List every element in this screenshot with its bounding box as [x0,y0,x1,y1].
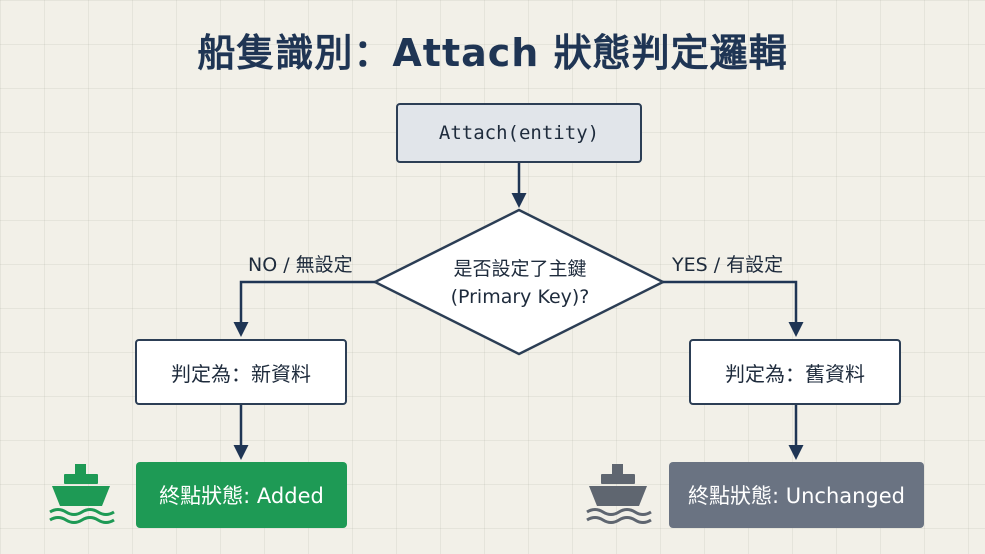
arrow-no-branch [233,280,375,337]
branch-label-no: NO / 無設定 [248,254,353,276]
decision-diamond [372,208,666,356]
decision-line-2: (Primary Key)? [450,286,590,308]
end-state-unchanged: 終點狀態: Unchanged [669,462,924,528]
page-title: 船隻識別：Attach 狀態判定邏輯 [197,31,788,75]
decision-line-1: 是否設定了主鍵 [453,258,587,280]
step-new-data: 判定為：新資料 [135,339,347,405]
ship-icon [586,464,652,524]
decision-label: 是否設定了主鍵 (Primary Key)? [400,255,640,311]
ship-icon [49,464,115,524]
arrow-yes-branch [663,280,804,337]
step-old-data: 判定為：舊資料 [689,339,901,405]
branch-label-yes: YES / 有設定 [672,254,784,276]
start-node: Attach(entity) [396,103,642,163]
end-state-added: 終點狀態: Added [136,462,347,528]
